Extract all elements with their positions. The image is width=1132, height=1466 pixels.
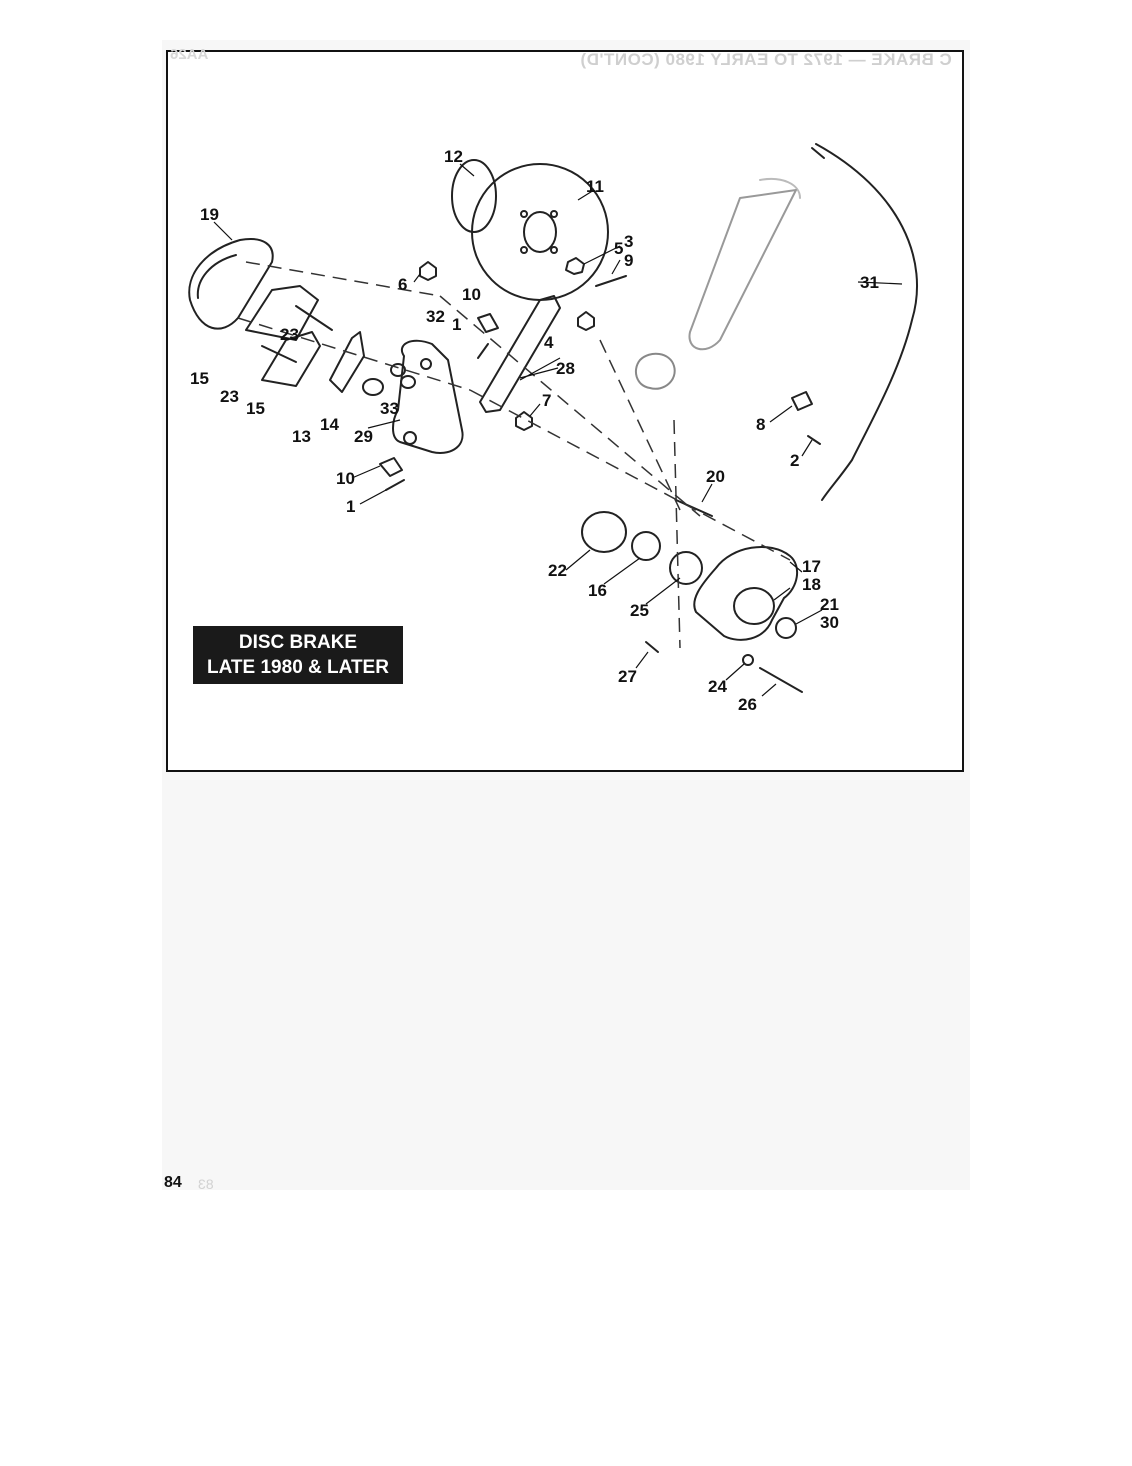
callout-label: 12: [444, 147, 463, 166]
anchor-arm-part-4: [479, 295, 561, 413]
callout-label: 28: [556, 359, 575, 378]
callout-label: 6: [398, 275, 407, 294]
callout-label: 32: [426, 307, 445, 326]
callout-label: 30: [820, 613, 839, 632]
page-number: 84: [164, 1174, 182, 1191]
callout-label: 33: [380, 399, 399, 418]
callout-label: 22: [548, 561, 567, 580]
callout-label: 4: [544, 333, 554, 352]
callout-label: 18: [802, 575, 821, 594]
callout-label: 1: [452, 315, 461, 334]
callout-label: 11: [586, 177, 604, 196]
callout-label: 10: [462, 285, 481, 304]
caption-line-2: LATE 1980 & LATER: [207, 657, 389, 678]
bleed-through-page-number: 83: [198, 1176, 214, 1192]
callout-label: 20: [706, 467, 725, 486]
callout-label: 3: [624, 232, 633, 251]
callout-label: 9: [624, 251, 633, 270]
callout-label: 8: [756, 415, 765, 434]
callout-label: 25: [630, 601, 649, 620]
callout-label: 31: [860, 273, 879, 292]
callout-label: 17: [802, 557, 821, 576]
callout-label: 29: [354, 427, 373, 446]
piston-part-22: [581, 511, 627, 553]
pad-spring-part-13: [245, 285, 319, 341]
callout-label: 1: [346, 497, 355, 516]
rotor-adapter-part-12: [451, 159, 497, 233]
callout-label: 13: [292, 427, 311, 446]
callout-label: 23: [220, 387, 239, 406]
callout-label: 27: [618, 667, 637, 686]
callout-label: 5: [614, 239, 623, 258]
callout-label: 24: [708, 677, 727, 696]
callout-label: 26: [738, 695, 757, 714]
caliper-housing-part-17: [693, 545, 799, 641]
callout-label: 21: [820, 595, 839, 614]
brake-pad-part-19: [188, 238, 274, 330]
caption-line-1: DISC BRAKE: [238, 632, 358, 653]
callout-label: 19: [200, 205, 219, 224]
callout-label: 7: [542, 391, 551, 410]
callout-label: 2: [790, 451, 799, 470]
callout-label: 23: [280, 325, 299, 344]
callout-label: 14: [320, 415, 339, 434]
diagram-caption: DISC BRAKE LATE 1980 & LATER: [193, 626, 403, 684]
brake-line-part-31: [815, 143, 919, 501]
callout-label: 16: [588, 581, 607, 600]
caliper-bracket-part-29: [392, 339, 464, 454]
callout-label: 15: [190, 369, 209, 388]
callout-label: 10: [336, 469, 355, 488]
callout-label: 15: [246, 399, 265, 418]
